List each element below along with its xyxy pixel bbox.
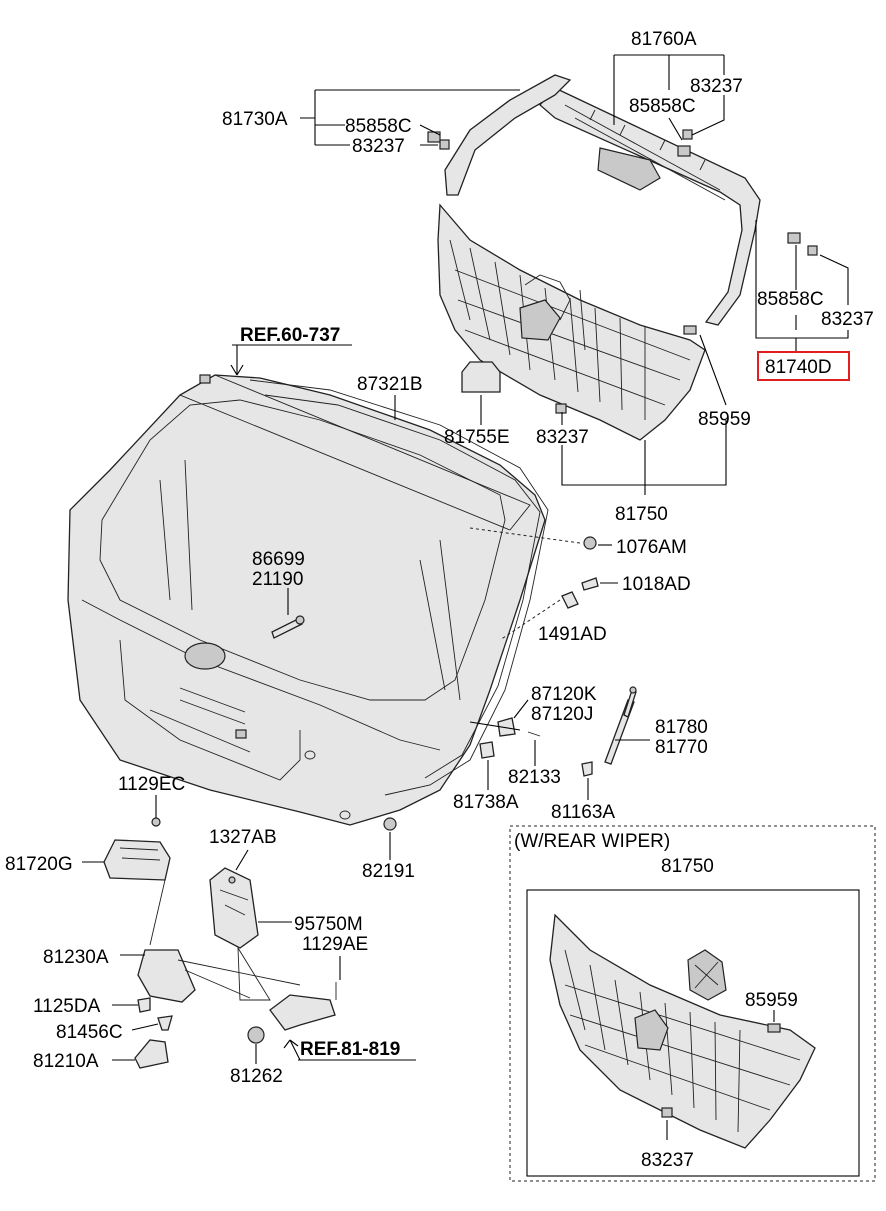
label-1129AE: 1129AE	[302, 934, 368, 955]
label-1076AM: 1076AM	[616, 537, 687, 558]
ref-arrow-81-819	[283, 1039, 301, 1061]
pin-82133	[527, 731, 541, 737]
label-85959-wiper: 85959	[745, 990, 798, 1011]
upper-garnish-81760A	[444, 74, 761, 326]
label-1018AD: 1018AD	[622, 574, 691, 595]
label-1327AB: 1327AB	[209, 827, 277, 848]
label-1491AD: 1491AD	[538, 624, 607, 645]
grommet-1076AM	[583, 536, 597, 550]
label-81740D: 81740D	[765, 357, 832, 378]
bolt-1018AD	[581, 577, 599, 591]
clip-83237-right	[807, 245, 818, 256]
label-1129EC: 1129EC	[118, 774, 185, 795]
label-81262: 81262	[230, 1066, 283, 1087]
label-83237: 83237	[536, 427, 589, 448]
label-81163A: 81163A	[551, 802, 615, 823]
clip-83237-b	[555, 403, 567, 414]
label-82133: 82133	[508, 767, 561, 788]
label-81720G: 81720G	[5, 854, 73, 875]
ref-arrow-60-737	[230, 344, 352, 376]
rear-wiper-title: (W/REAR WIPER)	[514, 831, 670, 852]
label-82191: 82191	[362, 861, 415, 882]
clip-83237-left	[439, 139, 450, 150]
label-81738A: 81738A	[453, 792, 519, 813]
rear-wiper-inset-border	[509, 825, 876, 1182]
stud-86699	[271, 615, 305, 639]
clip-85959-a	[683, 325, 697, 335]
stopper-81738A	[479, 741, 495, 759]
label-87120J: 87120J	[531, 704, 593, 725]
label-85858C: 85858C	[757, 289, 824, 310]
label-87120K: 87120K	[531, 684, 597, 705]
label-86699: 86699	[252, 549, 305, 570]
label-95750M: 95750M	[294, 914, 363, 935]
latch-assembly	[103, 817, 301, 1069]
label-81210A: 81210A	[33, 1051, 99, 1072]
clip-85858C-right	[787, 232, 801, 244]
label-83237: 83237	[352, 136, 405, 157]
ball-stud-81163A	[581, 761, 593, 777]
label-1125DA: 1125DA	[33, 996, 101, 1017]
label-81780: 81780	[655, 717, 708, 738]
label-81770: 81770	[655, 737, 708, 758]
tailgate-trim-panel-81750	[437, 203, 706, 441]
label-85858C: 85858C	[629, 96, 696, 117]
bracket-87120K	[497, 717, 516, 737]
switch-81262	[247, 982, 337, 1044]
label-81730A: 81730A	[222, 109, 288, 130]
gas-lifter-81780	[604, 686, 637, 765]
label-83237: 83237	[690, 76, 743, 97]
rear-wiper-inner-box	[526, 889, 860, 1177]
label-87321B: 87321B	[357, 374, 423, 395]
label-81750: 81750	[615, 504, 668, 525]
ref-81-819: REF.81-819	[300, 1039, 400, 1060]
label-81230A: 81230A	[43, 947, 109, 968]
label-85858C: 85858C	[345, 116, 412, 137]
label-85959: 85959	[698, 409, 751, 430]
label-81750-wiper: 81750	[661, 856, 714, 877]
cap-82191	[383, 817, 397, 831]
actuator-95750M	[209, 867, 271, 1001]
clip-83237-top	[682, 129, 693, 140]
highlight-box-81740D	[757, 351, 850, 381]
bumper-1491AD	[561, 591, 579, 609]
leader-lines	[82, 54, 849, 1064]
label-81755E: 81755E	[444, 427, 510, 448]
bracket-81755E	[461, 361, 501, 393]
label-83237-wiper: 83237	[641, 1150, 694, 1171]
label-83237: 83237	[821, 309, 874, 330]
tailgate-panel	[67, 374, 549, 826]
label-81456C: 81456C	[56, 1022, 123, 1043]
clip-85858C-top	[677, 145, 691, 157]
rear-wiper-trim-panel	[549, 913, 816, 1149]
inset-leader-lines	[666, 1010, 775, 1140]
ref-60-737: REF.60-737	[240, 325, 340, 346]
label-21190: 21190	[252, 569, 303, 590]
label-81760A: 81760A	[631, 29, 697, 50]
